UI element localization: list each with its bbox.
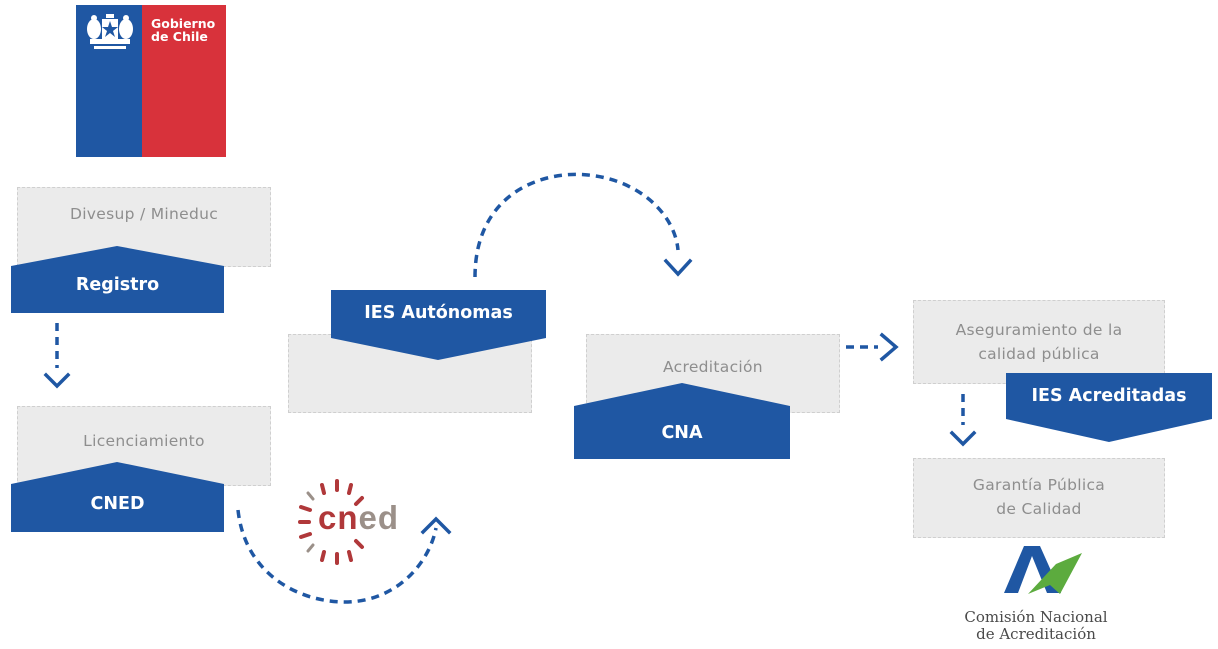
chevron-right-icon: [879, 332, 899, 362]
cned-logo-c: c: [318, 499, 338, 536]
garantia-box: Garantía Pública de Calidad: [913, 458, 1165, 538]
cna-logo-line1: Comisión Nacional: [964, 608, 1108, 626]
ies-acreditadas-badge: [1006, 373, 1212, 442]
chevron-up-icon: [420, 516, 452, 535]
cna-logo-mark-icon: [1004, 546, 1082, 594]
cna-badge: [574, 383, 790, 459]
aseguramiento-line2: calidad pública: [978, 345, 1100, 363]
garantia-line1: Garantía Pública: [972, 476, 1106, 494]
ies-acreditadas-label: IES Acreditadas: [1031, 386, 1187, 406]
garantia-line2: de Calidad: [996, 500, 1082, 518]
arc-cned-to-ies-autonomas: [236, 509, 438, 604]
gobierno-de-chile-logo: Gobierno de Chile: [76, 5, 226, 157]
licenciamiento-label: Licenciamiento: [83, 432, 205, 450]
coat-of-arms-icon: [87, 14, 133, 49]
gobierno-line2: de Chile: [151, 29, 208, 44]
cna-label: CNA: [661, 423, 703, 443]
cned-badge: [11, 462, 224, 532]
chevron-down-icon: [949, 430, 977, 447]
gobierno-line1: Gobierno: [151, 16, 216, 31]
divesup-label: Divesup / Mineduc: [69, 205, 219, 223]
cna-logo-line2: de Acreditación: [976, 625, 1096, 643]
acreditacion-label: Acreditación: [663, 358, 763, 376]
cned-logo-n: n: [337, 499, 359, 536]
ies-autonomas-badge: [331, 290, 546, 360]
cned-logo: cned: [318, 498, 399, 538]
ies-autonomas-label: IES Autónomas: [364, 303, 513, 323]
arc-ies-autonomas-to-cna: [473, 172, 680, 278]
cned-logo-ed: ed: [358, 499, 400, 536]
registro-badge: [11, 246, 224, 313]
chevron-down-icon: [663, 258, 693, 277]
aseguramiento-line1: Aseguramiento de la: [955, 321, 1123, 339]
registro-label: Registro: [75, 275, 160, 295]
cned-label: CNED: [90, 494, 145, 514]
chevron-down-icon: [43, 372, 71, 389]
aseguramiento-box: Aseguramiento de la calidad pública: [913, 300, 1165, 384]
cned-rays-icon: [298, 479, 364, 565]
cned-rays-gray-icon: [306, 491, 315, 553]
